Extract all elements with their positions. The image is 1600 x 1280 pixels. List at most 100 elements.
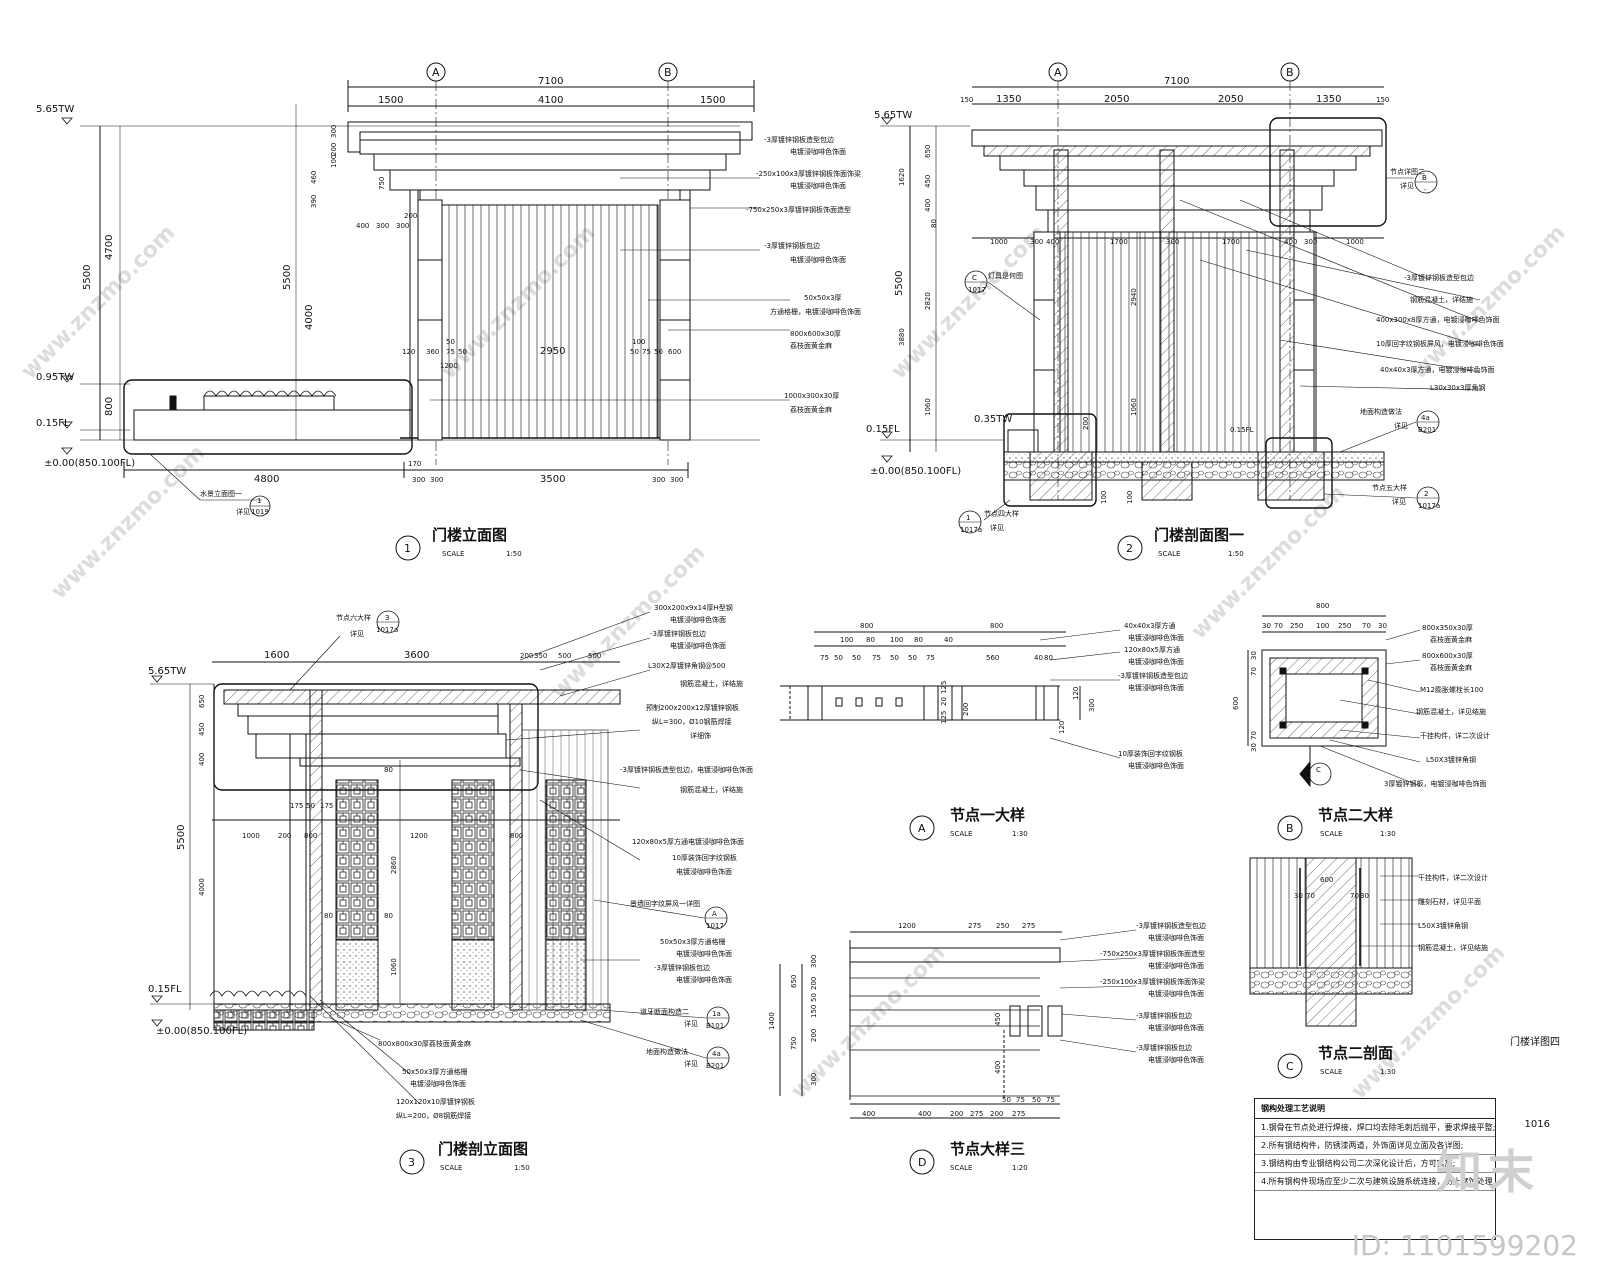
dim-text: 600 bbox=[668, 348, 681, 356]
scale-value: 1:30 bbox=[1012, 830, 1028, 838]
scale-value: 1:30 bbox=[1380, 1068, 1396, 1076]
dim-text: 800 bbox=[510, 832, 523, 840]
callout-text: 40x40x3厚方通 bbox=[1124, 621, 1176, 630]
dim-text: 200 bbox=[810, 1029, 818, 1042]
callout-text: 干挂构件，详二次设计 bbox=[1420, 731, 1490, 740]
dim-text: 4800 bbox=[254, 474, 279, 485]
callout-text: -3厚镀锌钢板造型包边 bbox=[1404, 273, 1474, 282]
dim-text: 5500 bbox=[82, 265, 93, 290]
dim-text: 400 bbox=[1284, 238, 1297, 246]
scale-label: SCALE bbox=[950, 1164, 972, 1172]
scale-label: SCALE bbox=[1158, 550, 1180, 558]
ref-sheet: - bbox=[1424, 186, 1427, 194]
callout-text: 详见 bbox=[1400, 181, 1414, 190]
dim-text: 400 bbox=[918, 1110, 931, 1118]
callout-text: 10厚装饰回字纹钢板 bbox=[1118, 749, 1183, 758]
callout-text: 详见 bbox=[684, 1019, 698, 1028]
detail-d-labels: 1200 275 250 275 400 400 200 275 200 275… bbox=[768, 921, 1206, 1172]
callout-text: 详见 bbox=[1394, 421, 1408, 430]
level-label: 0.95TW bbox=[36, 372, 74, 383]
dim-text: 70 bbox=[1362, 622, 1371, 630]
dim-text: 50 bbox=[630, 348, 639, 356]
grid-label-b: B bbox=[664, 66, 672, 79]
dim-text: 50 bbox=[834, 654, 843, 662]
callout-text: 电镀浸咖啡色饰面 bbox=[790, 147, 846, 156]
dim-text: 650 bbox=[924, 145, 932, 158]
ref-sheet: 1017a bbox=[376, 626, 398, 634]
elevation-labels: A B 7100 1500 4100 1500 5.65TW 0.95TW 0.… bbox=[36, 66, 861, 558]
callout-text: 节点六大样 bbox=[336, 613, 371, 622]
drawing-number: D bbox=[918, 1156, 926, 1169]
drawing-title: 节点大样三 bbox=[950, 1140, 1025, 1158]
callout-text: 详见 bbox=[684, 1059, 698, 1068]
dim-text: 75 bbox=[1016, 1096, 1025, 1104]
dim-text: 560 bbox=[986, 654, 999, 662]
section-mark: C bbox=[1316, 766, 1321, 774]
callout-text: 电镀浸咖啡色饰面 bbox=[410, 1079, 466, 1088]
dim-text: 75 bbox=[1046, 1096, 1055, 1104]
callout-text: -3厚镀锌钢板造型包边 bbox=[1118, 671, 1188, 680]
dim-text: 500 bbox=[588, 652, 601, 660]
callout-text: 荔枝面黄金麻 bbox=[790, 341, 832, 350]
callout-text: 纵L=200，Ø8钢筋焊接 bbox=[396, 1111, 471, 1120]
drawing-number: 1 bbox=[404, 542, 411, 555]
dim-text: 80 bbox=[914, 636, 923, 644]
drawing-number: C bbox=[1286, 1060, 1294, 1073]
drawing-number: B bbox=[1286, 822, 1294, 835]
dim-text: 1350 bbox=[996, 94, 1021, 105]
dim-text: 1620 bbox=[898, 168, 906, 186]
dim-text: 800 bbox=[990, 622, 1003, 630]
dim-text: 70 bbox=[1274, 622, 1283, 630]
callout-text: 节点五大样 bbox=[1372, 483, 1407, 492]
level-label: 0.15FL bbox=[866, 424, 900, 435]
level-label: ±0.00(850.100FL) bbox=[44, 458, 135, 469]
callout-text: -750x250x3厚镀锌钢板饰面造型 bbox=[746, 205, 851, 214]
callout-text: 地面构造做法 bbox=[646, 1047, 688, 1056]
section-one-labels: A B 7100 150 1350 2050 2050 1350 150 100… bbox=[866, 66, 1504, 558]
dim-text: 100 bbox=[840, 636, 853, 644]
dim-text: 450 bbox=[994, 1013, 1002, 1026]
grid-label-a: A bbox=[1054, 66, 1062, 79]
callout-text: 120x120x10厚镀锌钢板 bbox=[396, 1097, 475, 1106]
callout-text: 电镀浸咖啡色饰面 bbox=[1148, 1055, 1204, 1064]
dim-text: 400 bbox=[994, 1061, 1002, 1074]
dim-text: 70 bbox=[1250, 731, 1258, 740]
callout-text: 400x300x8厚方通，电镀浸咖啡色饰面 bbox=[1376, 315, 1499, 324]
callout-text: 钢筋混凝土，详结施 bbox=[680, 785, 743, 794]
callout-text: L50X3镀锌角钢 bbox=[1418, 921, 1468, 930]
dim-text: 80 bbox=[384, 766, 393, 774]
callout-text: 节点详图二 bbox=[1390, 167, 1425, 176]
dim-text: 3600 bbox=[404, 650, 429, 661]
dim-text: 125 bbox=[940, 711, 948, 724]
notes-line: 3.钢结构由专业钢结构公司二次深化设计后，方可实施; bbox=[1255, 1155, 1495, 1173]
dim-text: 80 bbox=[866, 636, 875, 644]
dim-text: 50 bbox=[458, 348, 467, 356]
callout-text: 电镀浸咖啡色饰面 bbox=[1128, 657, 1184, 666]
callout-text: 电镀浸咖啡色饰面 bbox=[1148, 989, 1204, 998]
dim-text: 250 bbox=[1338, 622, 1351, 630]
scale-label: SCALE bbox=[440, 1164, 462, 1172]
dim-text: 150 bbox=[960, 96, 973, 104]
scale-label: SCALE bbox=[442, 550, 464, 558]
ref-sheet: 1017a bbox=[960, 526, 982, 534]
dim-text: 2860 bbox=[390, 856, 398, 874]
callout-text: 电镀浸咖啡色饰面 bbox=[676, 949, 732, 958]
callout-text: -250x100x3厚镀锌钢板饰面饰梁 bbox=[1100, 977, 1205, 986]
callout-text: 灯具是何图 bbox=[988, 271, 1023, 280]
dim-text: 300 bbox=[376, 222, 389, 230]
dim-text: 75 bbox=[446, 348, 455, 356]
callout-text: 800x600x30厚 bbox=[790, 330, 841, 338]
ref-text: 水景立面图一 bbox=[200, 489, 242, 498]
dim-text: 40 bbox=[1034, 654, 1043, 662]
callout-text: 50x50x3厚方通格栅 bbox=[402, 1067, 468, 1076]
dim-text: 1500 bbox=[378, 95, 403, 106]
elevation-drawing bbox=[61, 62, 790, 561]
callout-text: 荔枝面黄金麻 bbox=[1430, 635, 1472, 644]
dim-text: 70 bbox=[1250, 667, 1258, 676]
dim-text: 400 bbox=[1046, 238, 1059, 246]
callout-text: 10厚装饰回字纹钢板 bbox=[672, 853, 737, 862]
callout-text: 800x350x30厚 bbox=[1422, 624, 1473, 632]
dim-text: 200 bbox=[520, 652, 533, 660]
dim-text: 1000 bbox=[990, 238, 1008, 246]
callout-text: 电镀浸咖啡色饰面 bbox=[790, 181, 846, 190]
